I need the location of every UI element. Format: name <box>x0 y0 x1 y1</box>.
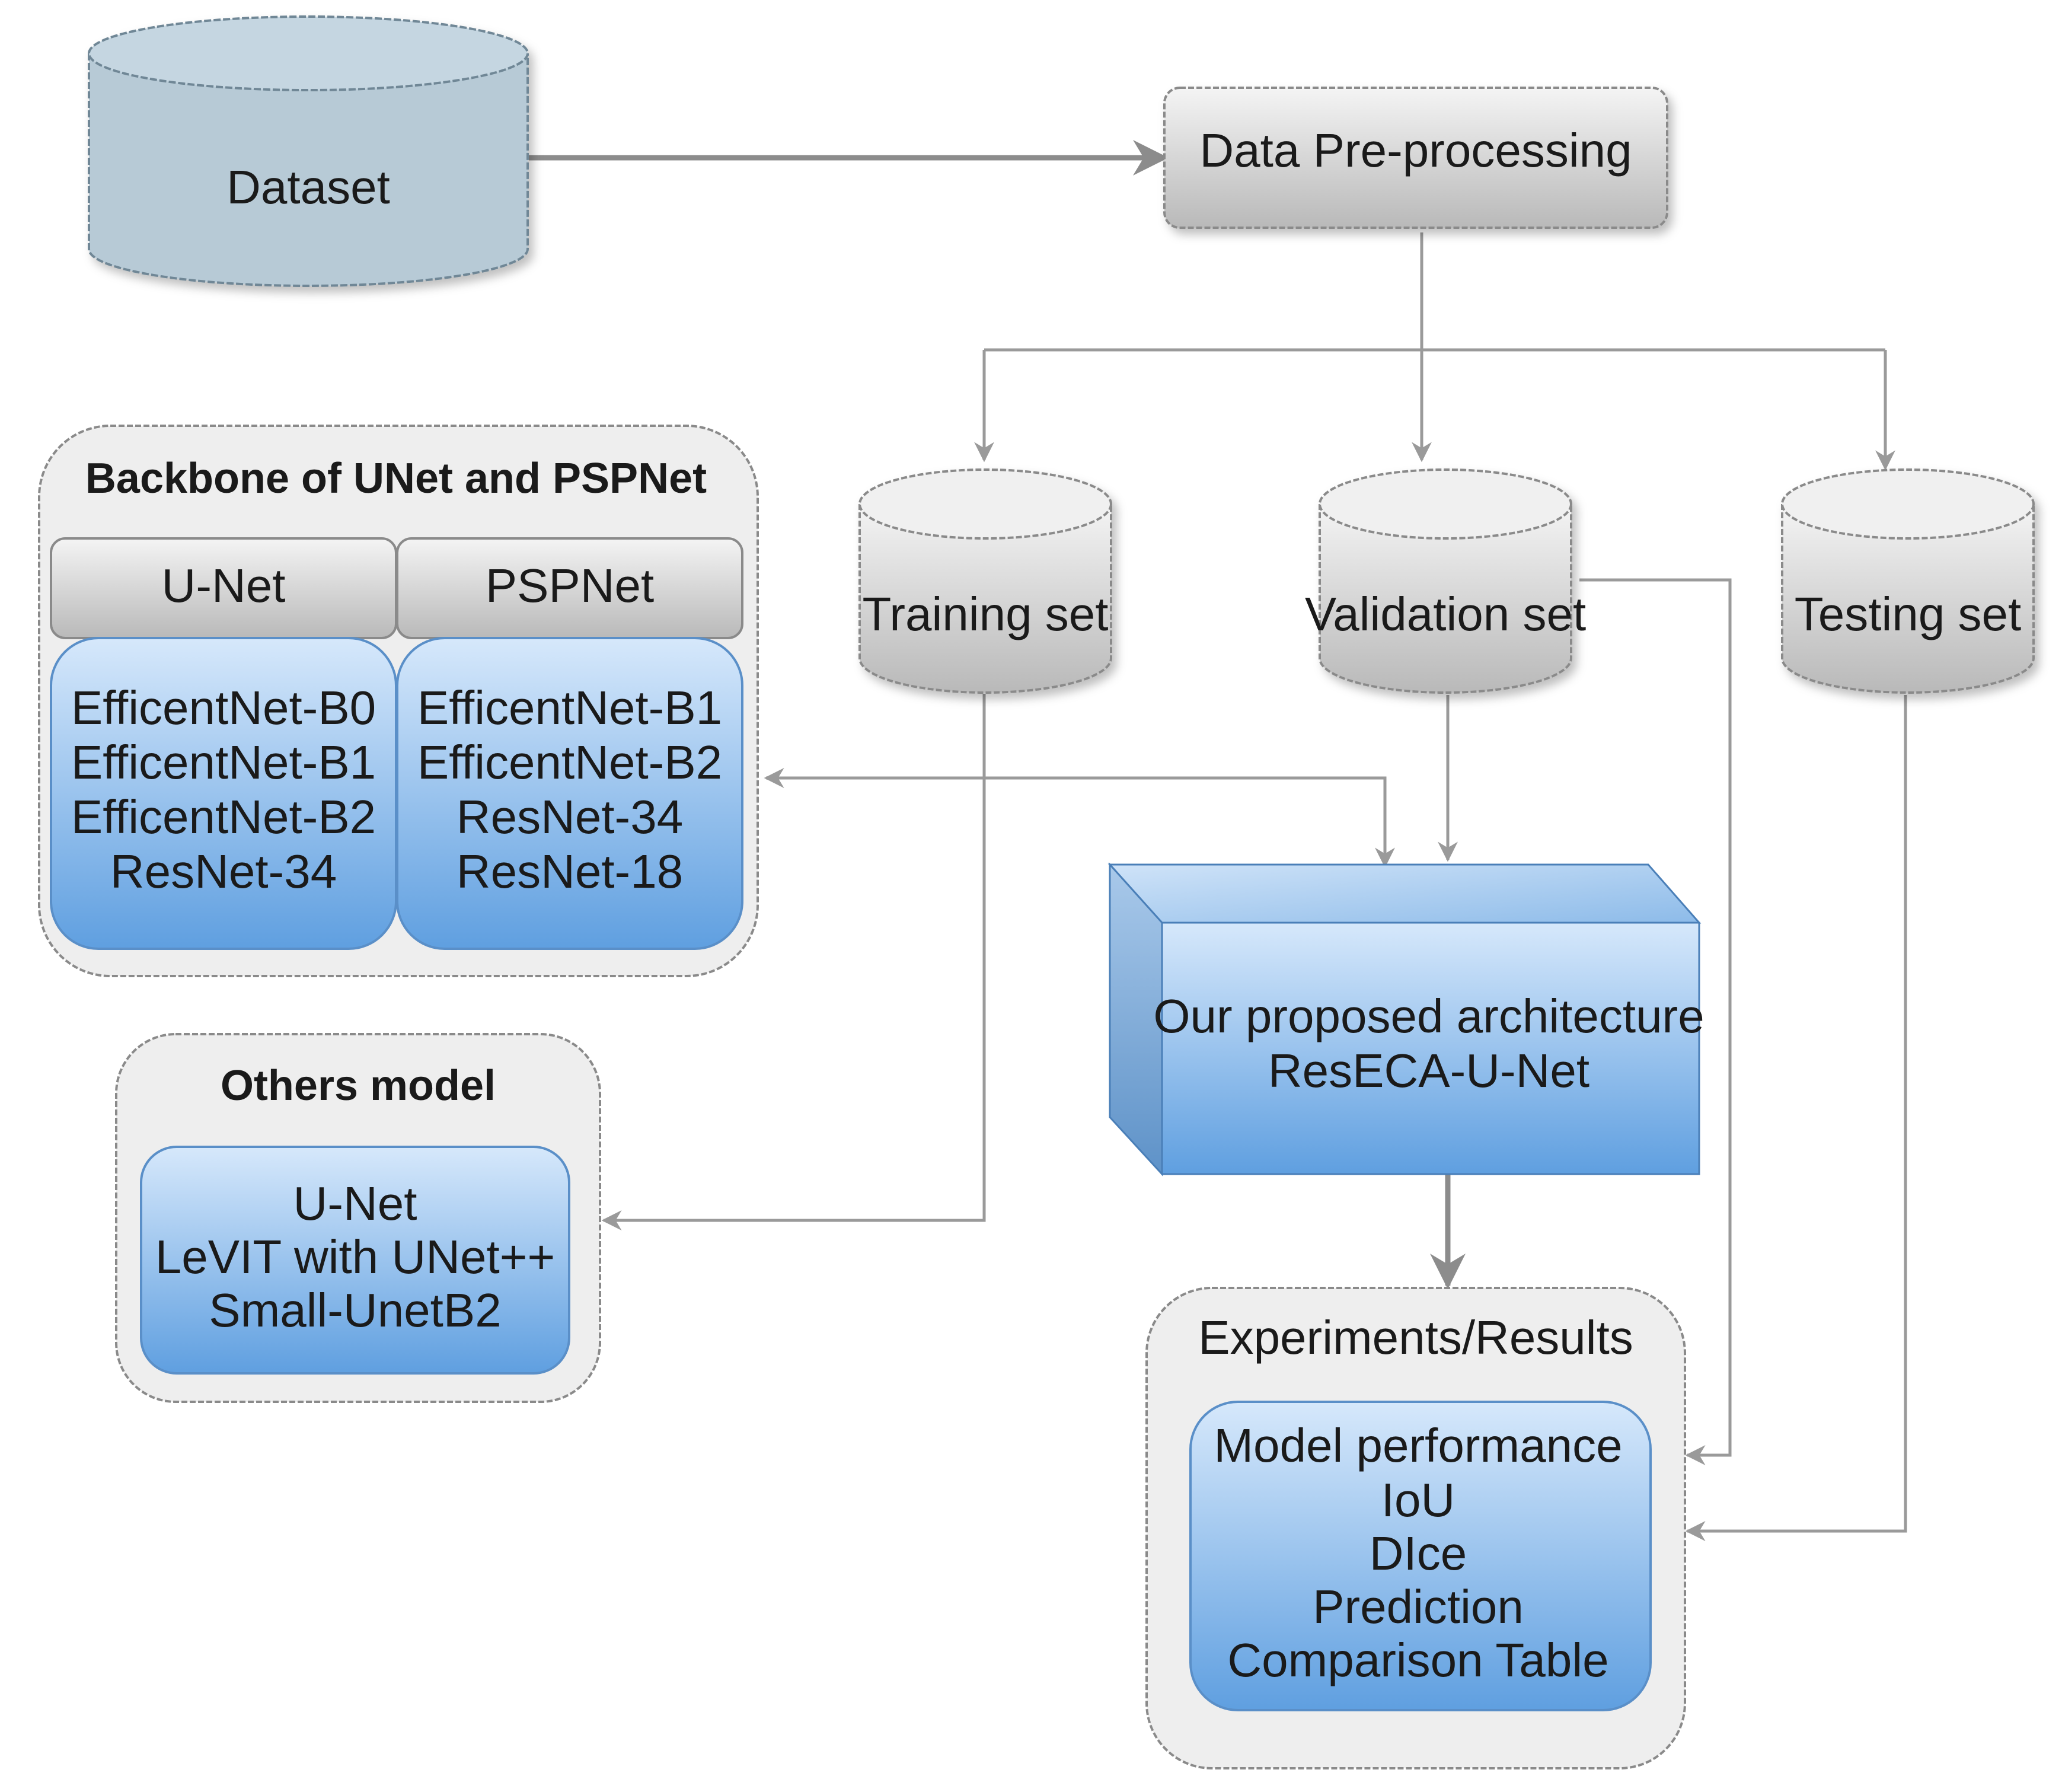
others-model-item: LeVIT with UNet++ <box>155 1230 555 1283</box>
dataset-label: Dataset <box>226 161 390 213</box>
proposed-architecture-block <box>1107 862 1702 1176</box>
testing-label: Testing set <box>1795 588 2021 640</box>
validation-label: Validation set <box>1305 588 1586 640</box>
unet-backbone-item: ResNet-34 <box>110 845 337 898</box>
results-item: Prediction <box>1313 1580 1524 1633</box>
unet-backbone-item: EfficentNet-B2 <box>71 790 376 843</box>
results-items-box <box>1189 1401 1652 1711</box>
others-title: Others model <box>221 1062 496 1109</box>
preprocessing-box <box>1163 87 1668 229</box>
validation-cylinder <box>1319 468 1572 694</box>
preprocessing-label: Data Pre-processing <box>1199 124 1632 177</box>
arrow-training-to-others <box>601 694 986 1230</box>
pspnet-header: PSPNet <box>486 559 655 612</box>
arrow-testing-to-results <box>1685 695 1907 1541</box>
connectors <box>529 140 1907 1541</box>
pspnet-backbone-item: ResNet-18 <box>457 845 683 898</box>
arrow-validation-to-results <box>1579 578 1732 1465</box>
pspnet-backbone-item: ResNet-34 <box>457 790 683 843</box>
results-item: DIce <box>1370 1527 1467 1580</box>
others-model-item: U-Net <box>293 1177 417 1230</box>
training-cylinder <box>858 468 1112 694</box>
arrow-training-to-proposed <box>984 776 1395 868</box>
unet-backbone-item: EfficentNet-B1 <box>71 736 376 789</box>
pspnet-backbone-item: EfficentNet-B1 <box>417 681 722 734</box>
training-label: Training set <box>863 588 1109 640</box>
results-title: Experiments/Results <box>1198 1311 1633 1364</box>
results-item: Comparison Table <box>1227 1634 1608 1686</box>
unet-backbone-item: EfficentNet-B0 <box>71 681 376 734</box>
others-model-item: Small-UnetB2 <box>209 1284 502 1337</box>
results-item: IoU <box>1381 1474 1455 1526</box>
dataset-cylinder <box>88 15 529 287</box>
pspnet-backbone-item: EfficentNet-B2 <box>417 736 722 789</box>
proposed-line2: ResECA-U-Net <box>1268 1044 1589 1097</box>
backbone-title: Backbone of UNet and PSPNet <box>85 455 707 502</box>
pspnet-backbones-box <box>396 637 743 950</box>
results-item: Model performance <box>1214 1419 1622 1472</box>
unet-header: U-Net <box>162 559 286 612</box>
testing-cylinder <box>1781 468 2035 694</box>
proposed-line1: Our proposed architecture <box>1153 990 1704 1042</box>
others-models-box <box>140 1146 570 1375</box>
